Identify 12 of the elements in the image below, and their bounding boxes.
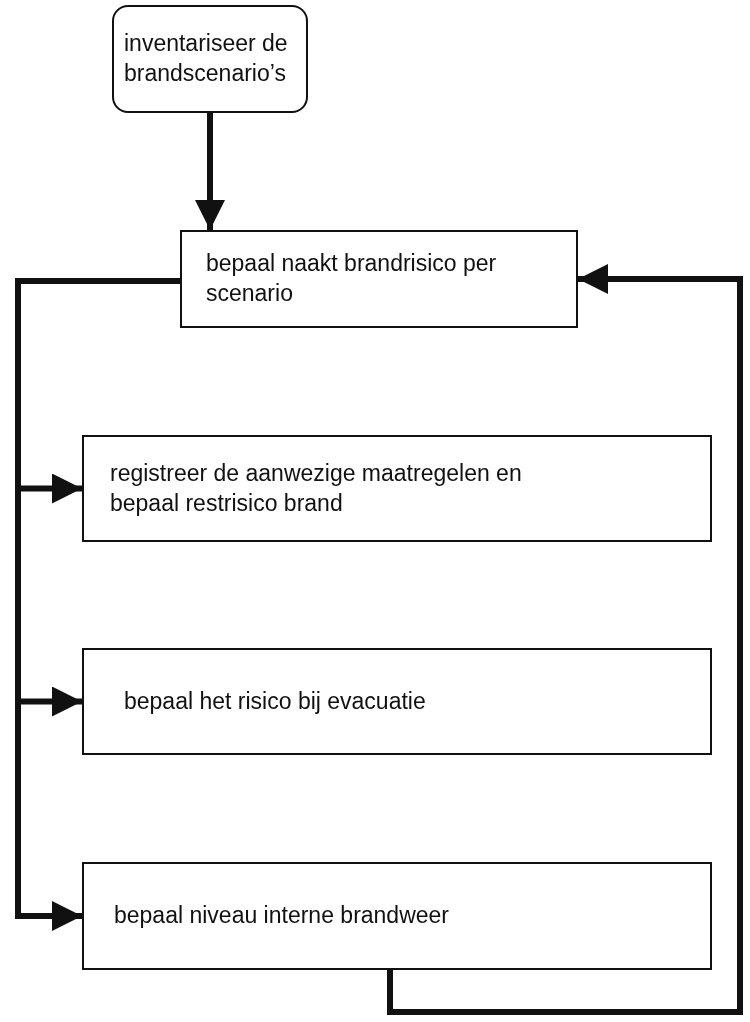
start-box <box>112 5 308 113</box>
node-label: bepaal naakt brandrisico per scenario <box>206 249 498 308</box>
arrow <box>195 113 225 230</box>
process-box <box>82 435 712 542</box>
process-box <box>180 230 578 328</box>
node-label: bepaal het risico bij evacuatie <box>124 686 426 716</box>
node-label: bepaal niveau interne brandweer <box>114 901 450 931</box>
node-label: registreer de aanwezige maatregelen en bepaal restrisico brand <box>110 458 523 518</box>
process-box <box>82 862 712 970</box>
node-label: inventariseer de brandscenario’s <box>124 29 289 88</box>
process-box <box>82 648 712 755</box>
arrow <box>387 264 743 1015</box>
